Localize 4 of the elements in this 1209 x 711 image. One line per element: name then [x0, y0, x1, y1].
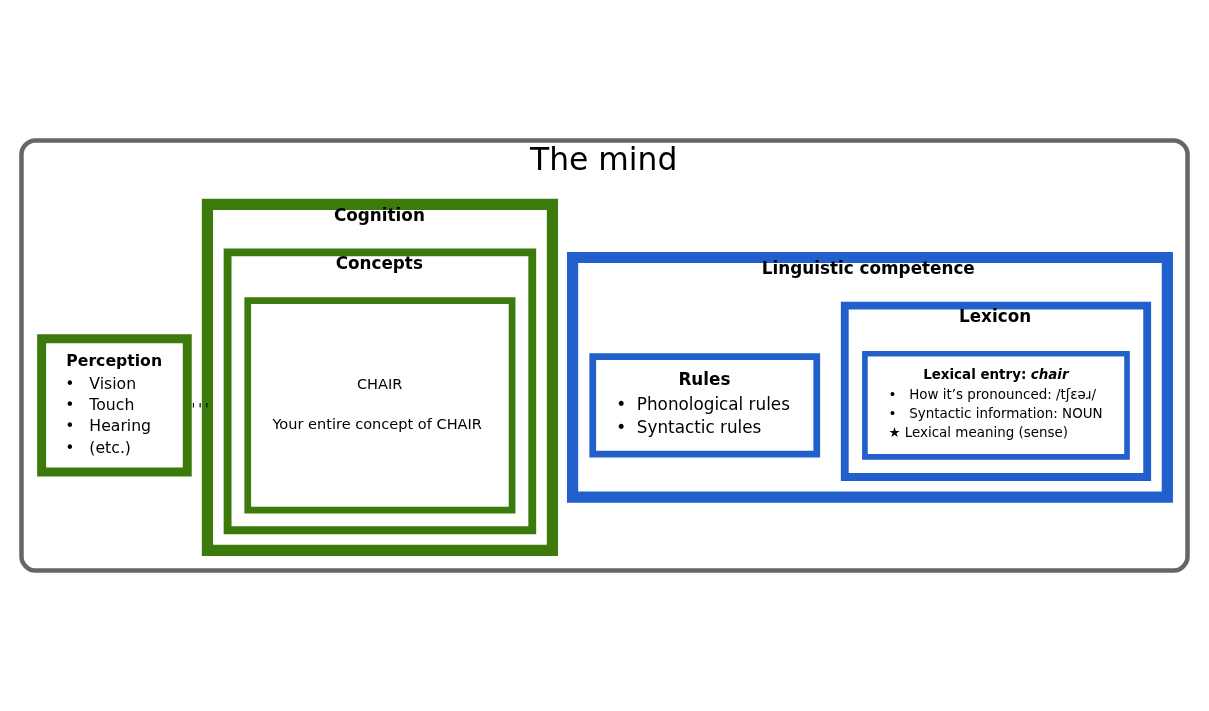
node-box: Perception • Vision • Touch • Hearing • (etc.)	[37, 334, 192, 477]
node-box: Rules • Phonological rules • Syntactic rules	[589, 353, 821, 458]
node-box: CHAIR Your entire concept of CHAIR	[244, 297, 516, 514]
node-box: Lexical entry: chair • How it’s pronounced: /tʃɛəɹ/ • Syntactic information: NOUN ★ Lexical meaning (sense)	[862, 351, 1130, 460]
